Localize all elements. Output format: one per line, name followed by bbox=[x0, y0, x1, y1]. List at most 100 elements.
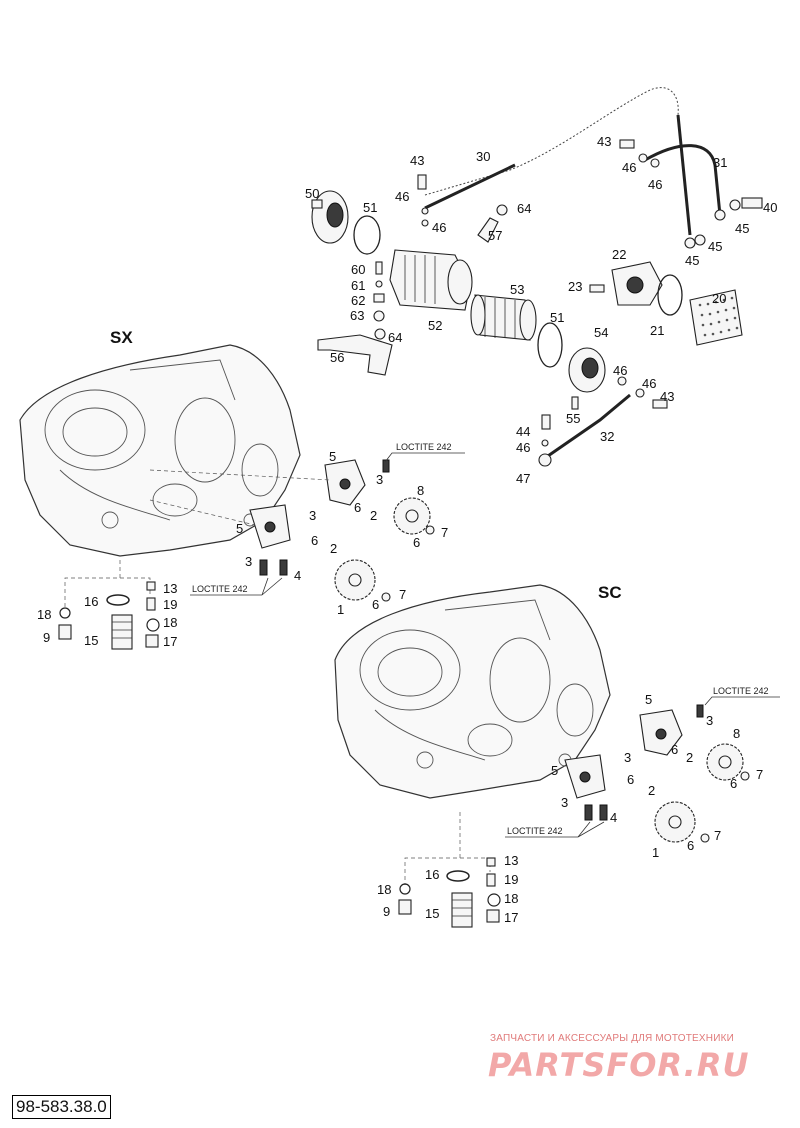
oil-filter-20 bbox=[689, 289, 743, 346]
crankcase-sc bbox=[334, 584, 611, 799]
pump-group-sx bbox=[149, 459, 435, 602]
bracket-56 bbox=[317, 334, 393, 376]
callout: 22 bbox=[612, 247, 626, 262]
callout: 6 bbox=[730, 776, 737, 791]
callout: 13 bbox=[163, 581, 177, 596]
callout: 6 bbox=[671, 742, 678, 757]
pump-group-sc bbox=[564, 704, 750, 843]
callout: 8 bbox=[733, 726, 740, 741]
o-ring-21 bbox=[657, 274, 683, 316]
callout: 5 bbox=[645, 692, 652, 707]
bracket-57 bbox=[477, 217, 499, 243]
cover-50 bbox=[311, 190, 349, 244]
callout: 6 bbox=[354, 500, 361, 515]
callout: 60 bbox=[351, 262, 365, 277]
callout: 1 bbox=[652, 845, 659, 860]
oil-line-32 bbox=[544, 393, 631, 460]
callout: 7 bbox=[441, 525, 448, 540]
callout: 3 bbox=[561, 795, 568, 810]
callout: 18 bbox=[504, 891, 518, 906]
callout: 46 bbox=[642, 376, 656, 391]
callout: 45 bbox=[735, 221, 749, 236]
callout: 6 bbox=[687, 838, 694, 853]
callout: 45 bbox=[708, 239, 722, 254]
callout: 13 bbox=[504, 853, 518, 868]
callout: 5 bbox=[236, 521, 243, 536]
callout: 46 bbox=[613, 363, 627, 378]
callout: 19 bbox=[163, 597, 177, 612]
callout: 2 bbox=[648, 783, 655, 798]
callout: 5 bbox=[551, 763, 558, 778]
callout: 56 bbox=[330, 350, 344, 365]
callout: 9 bbox=[43, 630, 50, 645]
callout: 20 bbox=[712, 291, 726, 306]
oil-line-31 bbox=[644, 144, 722, 216]
callout: 47 bbox=[516, 471, 530, 486]
callout: 7 bbox=[756, 767, 763, 782]
watermark-subtitle: ЗАПЧАСТИ И АКСЕССУАРЫ ДЛЯ МОТОТЕХНИКИ bbox=[490, 1033, 735, 1044]
o-ring-51-mid bbox=[537, 322, 563, 368]
callout: 16 bbox=[84, 594, 98, 609]
callout: 51 bbox=[363, 200, 377, 215]
callout: 31 bbox=[713, 155, 727, 170]
callout: 7 bbox=[399, 587, 406, 602]
small-parts-60-63 bbox=[373, 261, 385, 322]
crankcase-sx bbox=[19, 344, 301, 557]
callout: 19 bbox=[504, 872, 518, 887]
callout: 6 bbox=[311, 533, 318, 548]
filter-housing-52 bbox=[389, 249, 473, 311]
loctite-leaders bbox=[190, 452, 780, 838]
callout: 2 bbox=[370, 508, 377, 523]
callout: 8 bbox=[417, 483, 424, 498]
callout: 46 bbox=[395, 189, 409, 204]
callout: 9 bbox=[383, 904, 390, 919]
callout: 43 bbox=[597, 134, 611, 149]
callout: 43 bbox=[410, 153, 424, 168]
callout: 57 bbox=[488, 228, 502, 243]
callout: 18 bbox=[377, 882, 391, 897]
loctite-label-1: LOCTITE 242 bbox=[396, 442, 452, 452]
callout: 4 bbox=[610, 810, 617, 825]
loctite-label-2: LOCTITE 242 bbox=[192, 584, 248, 594]
callout: 46 bbox=[622, 160, 636, 175]
callout: 1 bbox=[337, 602, 344, 617]
callout: 21 bbox=[650, 323, 664, 338]
callout: 64 bbox=[517, 201, 531, 216]
callout: 43 bbox=[660, 389, 674, 404]
callout: 7 bbox=[714, 828, 721, 843]
drain-group-sx bbox=[58, 560, 160, 650]
o-ring-51-top bbox=[353, 215, 381, 255]
callout: 23 bbox=[568, 279, 582, 294]
oil-line-30-body bbox=[424, 163, 516, 210]
callout: 6 bbox=[372, 597, 379, 612]
callout: 3 bbox=[245, 554, 252, 569]
oil-line-31-b bbox=[676, 114, 692, 236]
callout: 6 bbox=[413, 535, 420, 550]
document-number: 98-583.38.0 bbox=[12, 1095, 111, 1119]
loctite-label-3: LOCTITE 242 bbox=[713, 686, 769, 696]
callout: 63 bbox=[350, 308, 364, 323]
variant-label-sc: SC bbox=[598, 583, 622, 602]
callout: 40 bbox=[763, 200, 777, 215]
callout: 3 bbox=[376, 472, 383, 487]
callout: 17 bbox=[504, 910, 518, 925]
callout: 44 bbox=[516, 424, 530, 439]
cover-22 bbox=[611, 261, 663, 306]
callout: 61 bbox=[351, 278, 365, 293]
oil-filter-53 bbox=[470, 294, 537, 341]
callout: 3 bbox=[624, 750, 631, 765]
callout: 15 bbox=[425, 906, 439, 921]
callout: 17 bbox=[163, 634, 177, 649]
callout: 6 bbox=[627, 772, 634, 787]
callout: 46 bbox=[648, 177, 662, 192]
watermark-logo: PARTSFOR.RU bbox=[488, 1046, 750, 1084]
callout: 3 bbox=[309, 508, 316, 523]
callout: 46 bbox=[516, 440, 530, 455]
bolts-group bbox=[374, 139, 763, 467]
callout: 64 bbox=[388, 330, 402, 345]
callout: 2 bbox=[330, 541, 337, 556]
callout: 30 bbox=[476, 149, 490, 164]
callout: 45 bbox=[685, 253, 699, 268]
variant-label-sx: SX bbox=[110, 328, 133, 347]
